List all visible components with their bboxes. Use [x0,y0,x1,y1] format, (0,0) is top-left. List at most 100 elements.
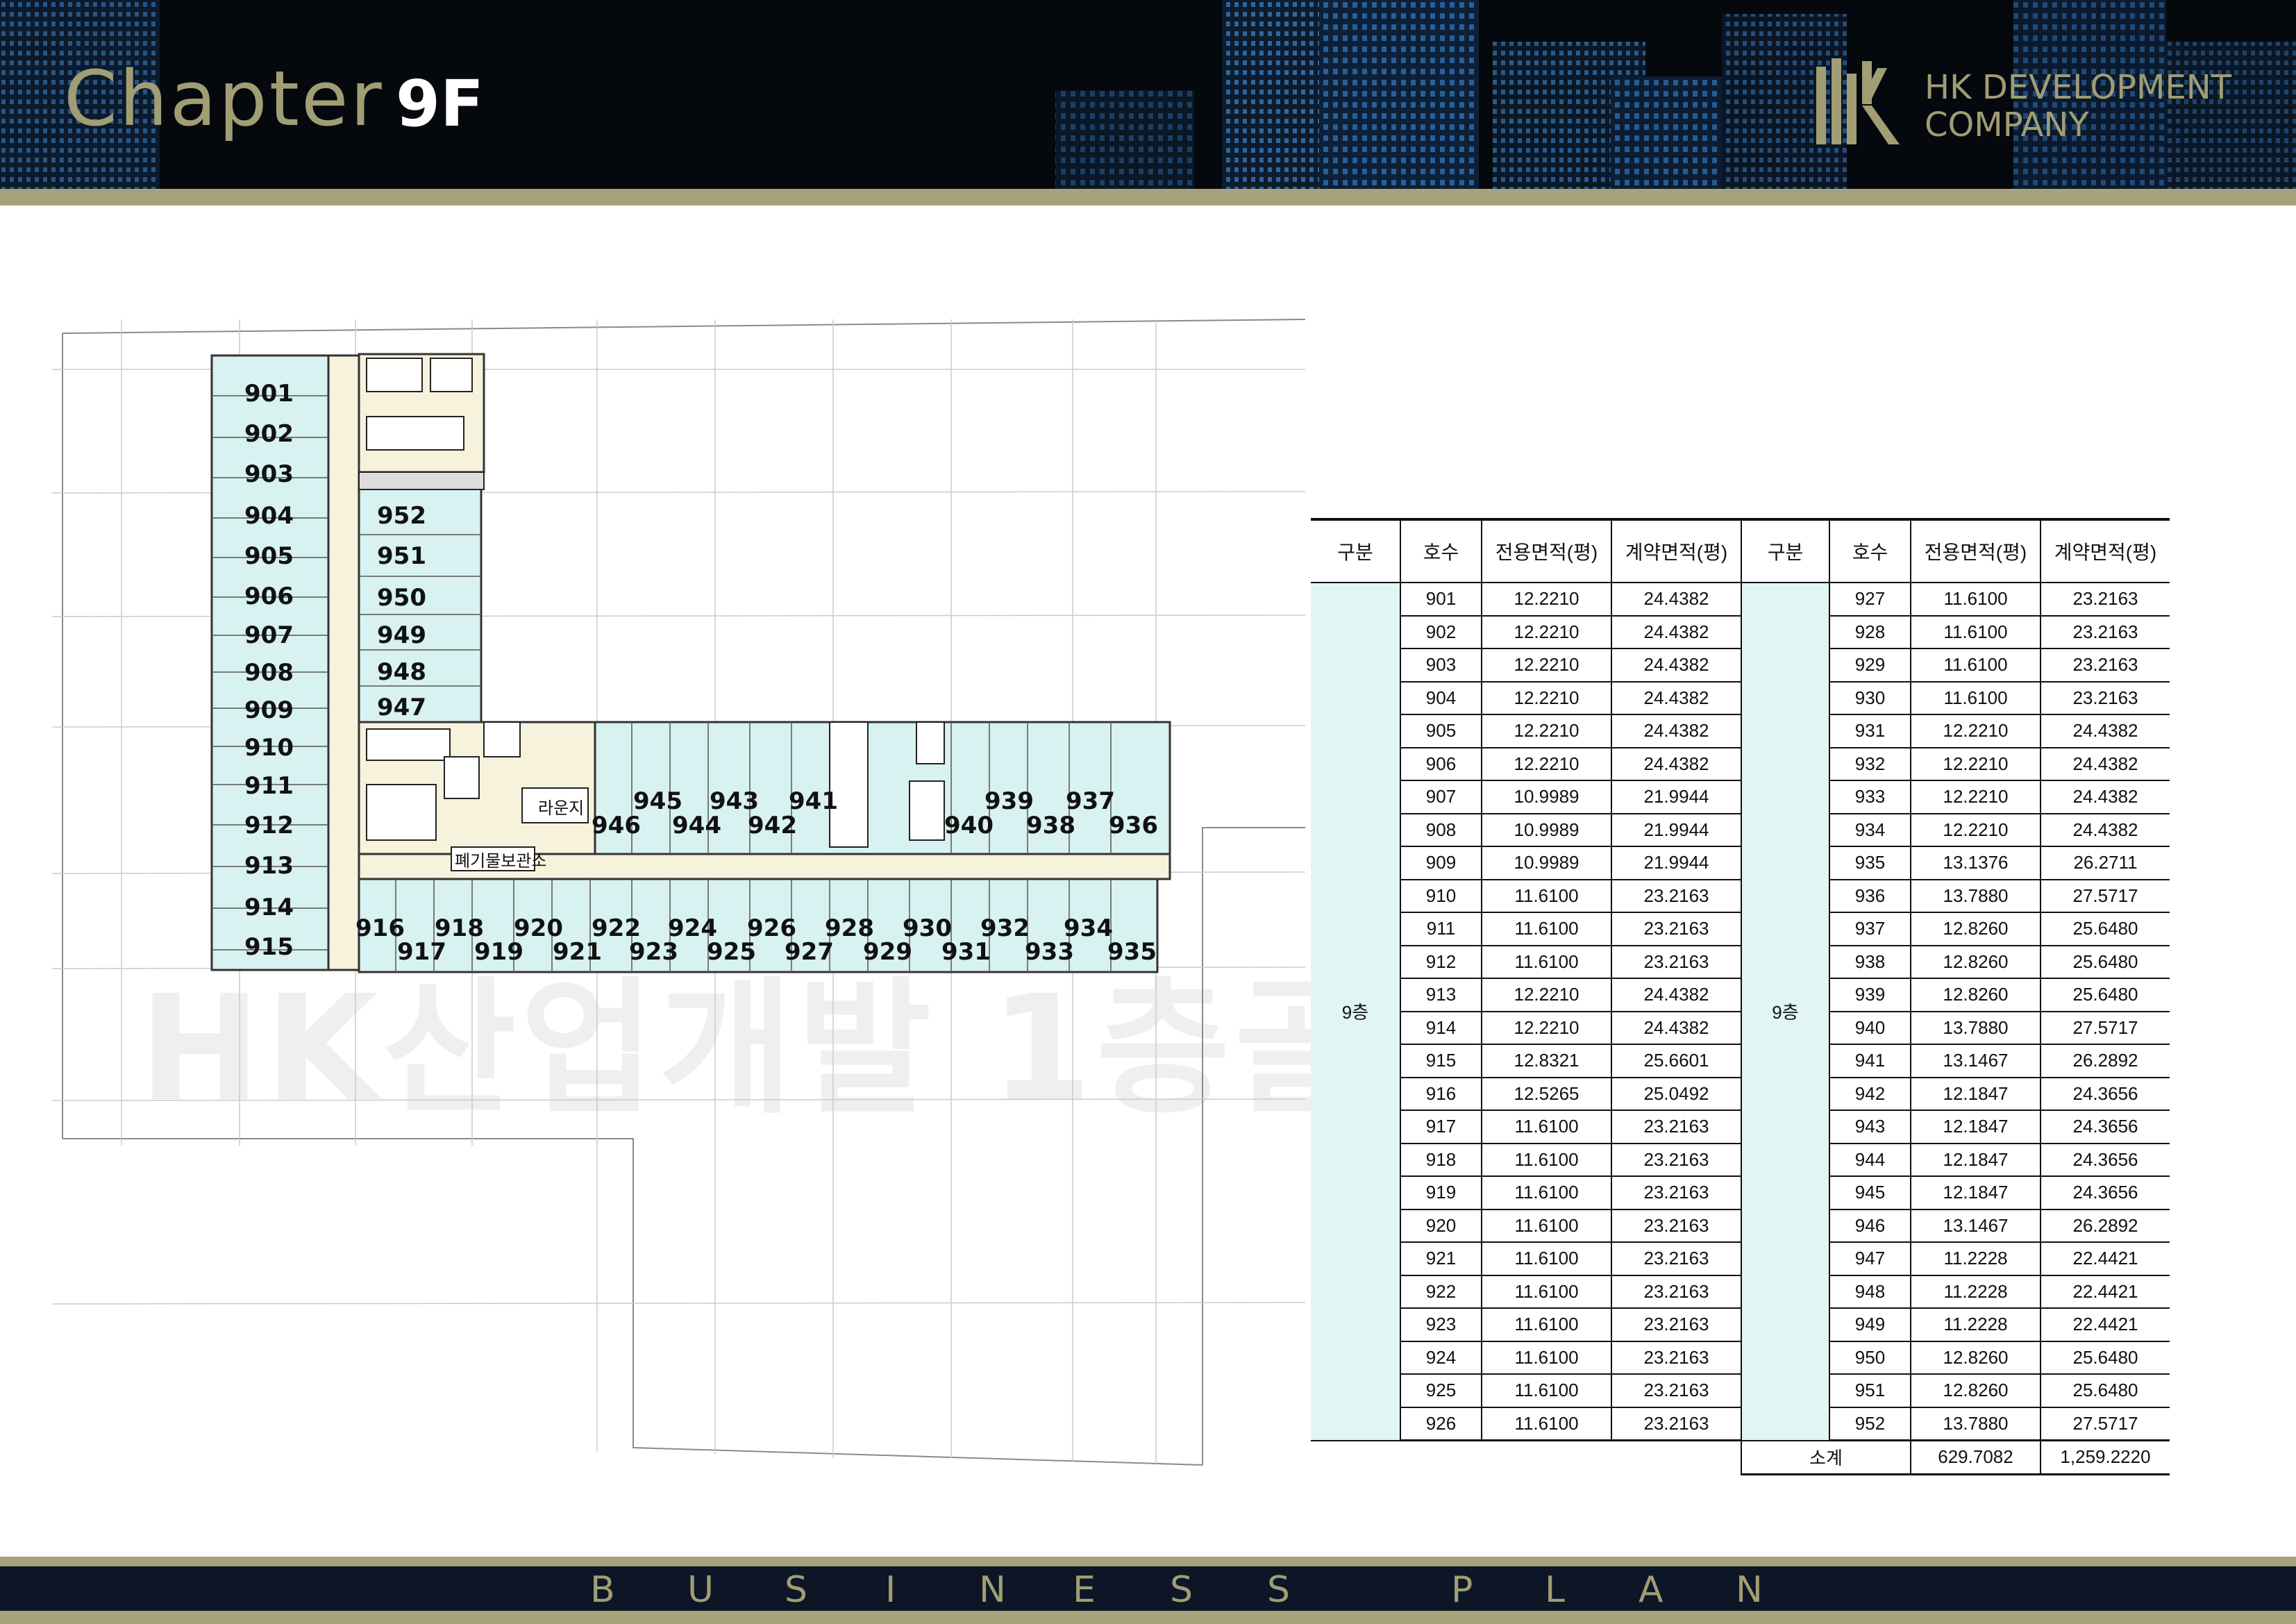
subtotal-contract-area: 1,259.2220 [2040,1440,2170,1475]
exclusive-area-cell: 12.2210 [1910,780,2041,814]
contract-area-cell: 25.0492 [1611,1077,1741,1111]
contract-area-cell: 23.2163 [1611,879,1741,913]
unit-number-cell: 913 [1400,978,1482,1012]
unit-number-cell: 933 [1829,780,1911,814]
unit-number-label: 927 [785,938,834,966]
unit-number-label: 934 [1064,914,1113,942]
contract-area-cell: 25.6480 [2040,912,2170,946]
unit-number-label: 905 [244,542,294,570]
unit-number-label: 947 [377,694,426,721]
waste-storage-label: 폐기물보관소 [455,851,546,871]
watermark-text: HK산업개발 1층골 [139,964,1373,1134]
unit-number-cell: 942 [1829,1077,1911,1111]
floor-title: 9F [396,67,484,141]
footer-letter: U [687,1569,714,1611]
exclusive-area-cell: 12.8260 [1910,1374,2041,1408]
unit-number-cell: 905 [1400,714,1482,748]
unit-number-label: 923 [629,938,678,966]
exclusive-area-cell: 11.2228 [1910,1308,2041,1342]
contract-area-cell: 24.4382 [2040,747,2170,781]
company-name-line2: COMPANY [1925,106,2089,144]
unit-number-cell: 911 [1400,912,1482,946]
contract-area-cell: 22.4421 [2040,1242,2170,1276]
unit-number-label: 942 [748,812,797,839]
unit-number-cell: 903 [1400,648,1482,683]
building-body [210,353,1171,973]
unit-number-cell: 922 [1400,1275,1482,1309]
exclusive-area-cell: 12.1847 [1910,1176,2041,1210]
exclusive-area-cell: 12.2210 [1481,747,1611,781]
unit-number-cell: 945 [1829,1176,1911,1210]
site-outline [62,319,1305,1466]
exclusive-area-cell: 12.8260 [1910,945,2041,979]
unit-number-label: 937 [1066,787,1115,815]
unit-number-label: 908 [244,659,294,687]
contract-area-cell: 24.4382 [1611,1011,1741,1045]
exclusive-area-cell: 11.6100 [1481,1275,1611,1309]
contract-area-cell: 23.2163 [1611,1275,1741,1309]
floor-category-cell-2: 9층 [1741,583,1829,1441]
contract-area-cell: 22.4421 [2040,1275,2170,1309]
unit-number-cell: 947 [1829,1242,1911,1276]
exclusive-area-cell: 12.8260 [1910,978,2041,1012]
footer-letter: N [1736,1569,1763,1611]
unit-number-label: 950 [377,584,426,612]
unit-number-label: 933 [1025,938,1074,966]
contract-area-cell: 24.4382 [1611,681,1741,715]
exclusive-area-cell: 12.2210 [1481,1011,1611,1045]
unit-number-label: 936 [1109,812,1158,839]
contract-area-cell: 25.6480 [2040,1341,2170,1375]
unit-number-label: 925 [707,938,756,966]
contract-area-cell: 23.2163 [1611,1143,1741,1177]
footer-letter: S [785,1569,808,1611]
unit-number-label: 943 [710,787,759,815]
unit-number-label: 939 [984,787,1034,815]
unit-number-cell: 901 [1400,583,1482,617]
contract-area-cell: 24.4382 [1611,615,1741,649]
footer-letter: P [1451,1569,1473,1611]
exclusive-area-cell: 11.6100 [1910,681,2041,715]
unit-number-cell: 910 [1400,879,1482,913]
exclusive-area-cell: 12.8260 [1910,1341,2041,1375]
contract-area-cell: 21.9944 [1611,813,1741,847]
exclusive-area-cell: 11.6100 [1481,912,1611,946]
exclusive-area-cell: 12.8260 [1910,912,2041,946]
unit-number-cell: 950 [1829,1341,1911,1375]
exclusive-area-cell: 12.2210 [1481,615,1611,649]
footer-letter: B [590,1569,615,1611]
page-footer [0,1566,2296,1611]
unit-number-label: 930 [903,914,952,942]
exclusive-area-cell: 11.6100 [1481,1374,1611,1408]
contract-area-cell: 25.6480 [2040,1374,2170,1408]
unit-number-label: 902 [244,420,294,448]
contract-area-cell: 21.9944 [1611,846,1741,880]
unit-number-label: 911 [244,772,294,800]
exclusive-area-cell: 11.6100 [1910,583,2041,617]
contract-area-cell: 22.4421 [2040,1308,2170,1342]
floor-plan: 라운지 폐기물보관소 90190290390490590690790890991… [51,319,1305,1466]
exclusive-area-cell: 12.2210 [1481,648,1611,683]
exclusive-area-cell: 12.1847 [1910,1077,2041,1111]
unit-number-label: 940 [944,812,994,839]
unit-number-label: 931 [941,938,991,966]
contract-area-cell: 24.4382 [1611,714,1741,748]
exclusive-area-cell: 11.6100 [1910,615,2041,649]
unit-number-label: 922 [592,914,641,942]
unit-number-cell: 951 [1829,1374,1911,1408]
subtotal-label: 소계 [1741,1440,1911,1475]
unit-number-label: 938 [1026,812,1075,839]
exclusive-area-cell: 13.1467 [1910,1044,2041,1078]
unit-number-label: 912 [244,812,294,839]
unit-number-label: 952 [377,502,426,530]
contract-area-cell: 24.4382 [1611,978,1741,1012]
contract-area-cell: 24.4382 [1611,747,1741,781]
